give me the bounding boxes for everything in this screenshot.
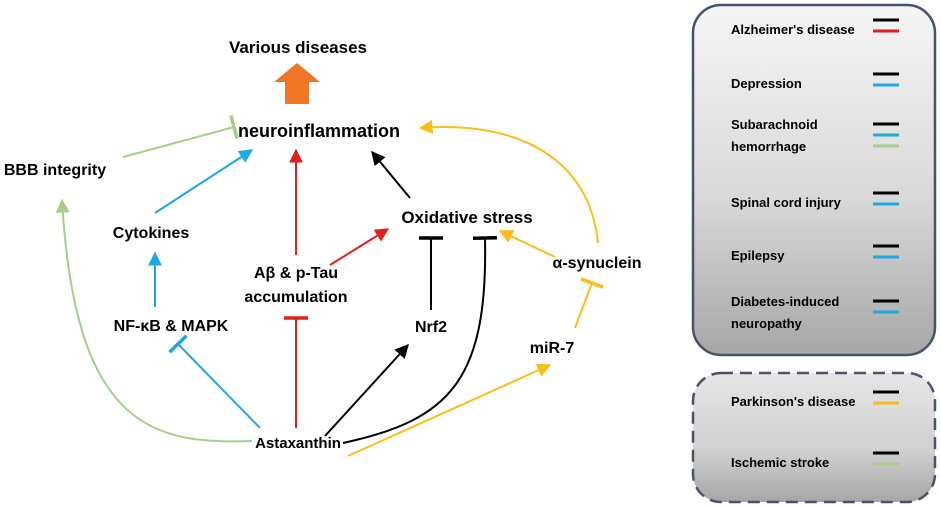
- legend: Alzheimer's diseaseDepressionSubarachnoi…: [691, 3, 937, 504]
- node-bbb-integrity: BBB integrity: [4, 162, 106, 179]
- edge-astaxanthin-nfkb: [168, 334, 261, 429]
- legend-label: Subarachnoid: [731, 117, 818, 132]
- edges: [55, 114, 604, 457]
- node-cytokines: Cytokines: [113, 225, 190, 242]
- legend-label: Epilepsy: [731, 248, 785, 263]
- node-abeta-ptau: Aβ & p-Tau: [254, 265, 338, 282]
- node-nrf2: Nrf2: [415, 319, 447, 336]
- node-various-diseases: Various diseases: [229, 38, 367, 57]
- legend-label: Spinal cord injury: [731, 195, 842, 210]
- legend-label: Parkinson's disease: [731, 394, 856, 409]
- nodes: Various diseases neuroinflammation BBB i…: [4, 38, 642, 452]
- edge-abeta-oxidative: [329, 228, 390, 266]
- legend-box-dashed: [691, 371, 937, 504]
- edge-oxidative-neuroinflammation: [371, 150, 411, 199]
- up-arrow-icon: [274, 63, 320, 104]
- edge-astaxanthin-bbb: [55, 198, 253, 443]
- edge-bbb-neuroinflammation: [122, 114, 239, 158]
- edge-cytokines-neuroinflammation: [154, 149, 254, 214]
- node-abeta-accumulation: accumulation: [244, 289, 347, 306]
- node-oxidative-stress: Oxidative stress: [401, 208, 532, 227]
- node-neuroinflammation: neuroinflammation: [238, 121, 400, 141]
- node-alpha-synuclein: α-synuclein: [553, 255, 642, 272]
- node-mir7: miR-7: [530, 340, 575, 357]
- edge-synuclein-neuroinflammation: [418, 120, 599, 244]
- legend-label: hemorrhage: [731, 139, 806, 154]
- legend-label: Diabetes-induced: [731, 294, 839, 309]
- edge-astaxanthin-mir7: [347, 363, 552, 457]
- legend-solid-group: Alzheimer's diseaseDepressionSubarachnoi…: [731, 18, 899, 331]
- legend-label: neuropathy: [731, 316, 803, 331]
- legend-box-solid: [691, 3, 937, 357]
- legend-label: Depression: [731, 76, 802, 91]
- edge-astaxanthin-oxidative: [342, 235, 498, 444]
- edge-mir7-synuclein: [574, 277, 604, 329]
- legend-label: Ischemic stroke: [731, 455, 829, 470]
- node-nfkb-mapk: NF-κB & MAPK: [114, 318, 229, 335]
- edge-synuclein-oxidative: [498, 230, 556, 258]
- legend-label: Alzheimer's disease: [731, 22, 855, 37]
- node-astaxanthin: Astaxanthin: [255, 435, 341, 452]
- edge-astaxanthin-nrf2: [324, 343, 409, 437]
